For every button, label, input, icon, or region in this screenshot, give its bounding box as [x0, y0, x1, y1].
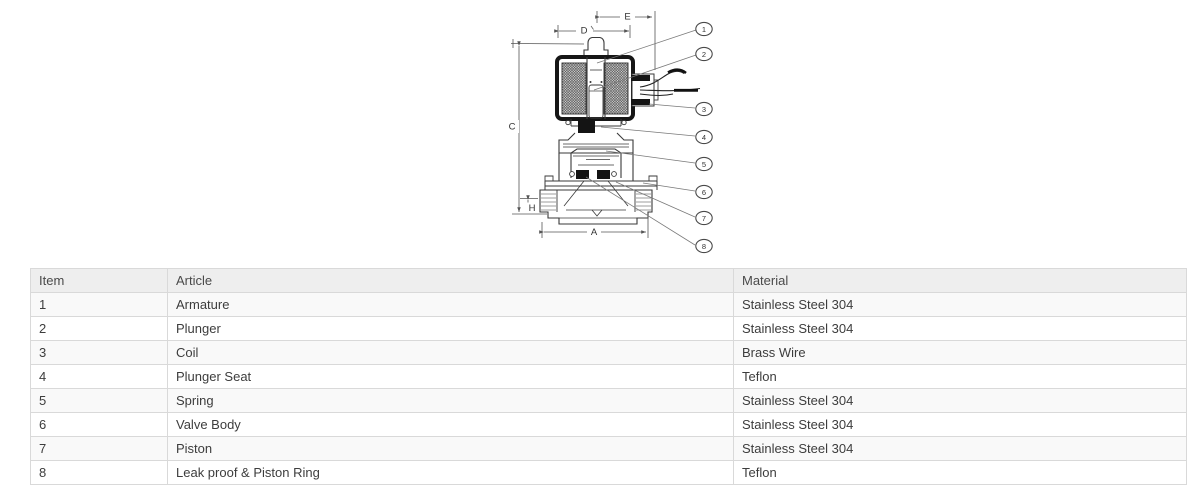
cell-material: Teflon: [733, 460, 1187, 485]
cell-article: Armature: [167, 292, 734, 317]
piston-assembly: [570, 148, 622, 178]
flow-path-lines: [559, 180, 637, 219]
dim-label-e: E: [624, 12, 630, 23]
cell-article: Valve Body: [167, 412, 734, 437]
table-row: 8 Leak proof & Piston Ring Teflon: [30, 460, 1187, 485]
dimension-labels: E D C H A: [509, 12, 631, 239]
cell-article: Plunger: [167, 316, 734, 341]
table-row: 3 Coil Brass Wire: [30, 340, 1187, 365]
table-row: 7 Piston Stainless Steel 304: [30, 436, 1187, 461]
dim-label-c: C: [509, 122, 516, 133]
cell-item: 7: [30, 436, 168, 461]
cell-material: Stainless Steel 304: [733, 292, 1187, 317]
cell-item: 8: [30, 460, 168, 485]
dim-label-h: H: [529, 203, 536, 214]
table-row: 4 Plunger Seat Teflon: [30, 364, 1187, 389]
seal-left: [576, 170, 589, 179]
plunger-seat-block: [578, 119, 595, 133]
parts-table: Item Article Material 1 Armature Stainle…: [30, 268, 1187, 485]
table-row: 2 Plunger Stainless Steel 304: [30, 316, 1187, 341]
callout-2-number: 2: [702, 50, 706, 59]
valve-top-cap: [583, 36, 609, 57]
cell-article: Coil: [167, 340, 734, 365]
bonnet: [558, 132, 634, 154]
col-header-item: Item: [30, 268, 168, 293]
callout-8-number: 8: [702, 242, 706, 251]
dim-label-d: D: [581, 26, 588, 37]
callout-6-number: 6: [702, 188, 706, 197]
cell-material: Stainless Steel 304: [733, 388, 1187, 413]
callout-7-number: 7: [702, 214, 706, 223]
cell-material: Stainless Steel 304: [733, 316, 1187, 341]
valve-body-outline: [539, 189, 653, 225]
callout-5-number: 5: [702, 160, 706, 169]
lead-wires: [639, 68, 701, 97]
cell-article: Spring: [167, 388, 734, 413]
cell-article: Piston: [167, 436, 734, 461]
coil-winding-left: [561, 62, 587, 115]
cell-item: 3: [30, 340, 168, 365]
solenoid-valve-diagram: E D C H A 1 2 3 4: [505, 11, 713, 254]
dimension-lines: [505, 11, 656, 238]
cell-item: 6: [30, 412, 168, 437]
seal-right: [597, 170, 610, 179]
callout-4: 4: [695, 129, 713, 145]
coil-terminal-bottom: [631, 99, 650, 105]
cell-item: 1: [30, 292, 168, 317]
callout-2: 2: [695, 46, 713, 62]
callout-leaders: [585, 29, 697, 246]
coil-winding-right: [603, 62, 629, 115]
cell-material: Stainless Steel 304: [733, 436, 1187, 461]
callout-3-number: 3: [702, 105, 706, 114]
cell-material: Brass Wire: [733, 340, 1187, 365]
callout-5: 5: [695, 156, 713, 172]
cell-item: 2: [30, 316, 168, 341]
cell-article: Plunger Seat: [167, 364, 734, 389]
callout-6: 6: [695, 184, 713, 200]
col-header-material: Material: [733, 268, 1187, 293]
callout-8: 8: [695, 238, 713, 254]
table-header-row: Item Article Material: [30, 268, 1187, 293]
coil-terminal-top: [631, 75, 650, 81]
callout-1-number: 1: [702, 25, 706, 34]
table-row: 5 Spring Stainless Steel 304: [30, 388, 1187, 413]
valve-cross-section-svg: E D C H A 1 2 3 4: [505, 11, 713, 254]
cell-item: 5: [30, 388, 168, 413]
cell-material: Stainless Steel 304: [733, 412, 1187, 437]
valve-drawing: [539, 36, 701, 225]
plunger-core: [588, 84, 604, 119]
table-row: 6 Valve Body Stainless Steel 304: [30, 412, 1187, 437]
cell-material: Teflon: [733, 364, 1187, 389]
dim-label-a: A: [591, 227, 598, 238]
callout-3: 3: [695, 101, 713, 117]
cell-article: Leak proof & Piston Ring: [167, 460, 734, 485]
col-header-article: Article: [167, 268, 734, 293]
table-row: 1 Armature Stainless Steel 304: [30, 292, 1187, 317]
callout-bubbles: 1 2 3 4 5 6 7 8: [695, 21, 713, 254]
callout-1: 1: [695, 21, 713, 37]
cell-item: 4: [30, 364, 168, 389]
callout-7: 7: [695, 210, 713, 226]
callout-4-number: 4: [702, 133, 706, 142]
